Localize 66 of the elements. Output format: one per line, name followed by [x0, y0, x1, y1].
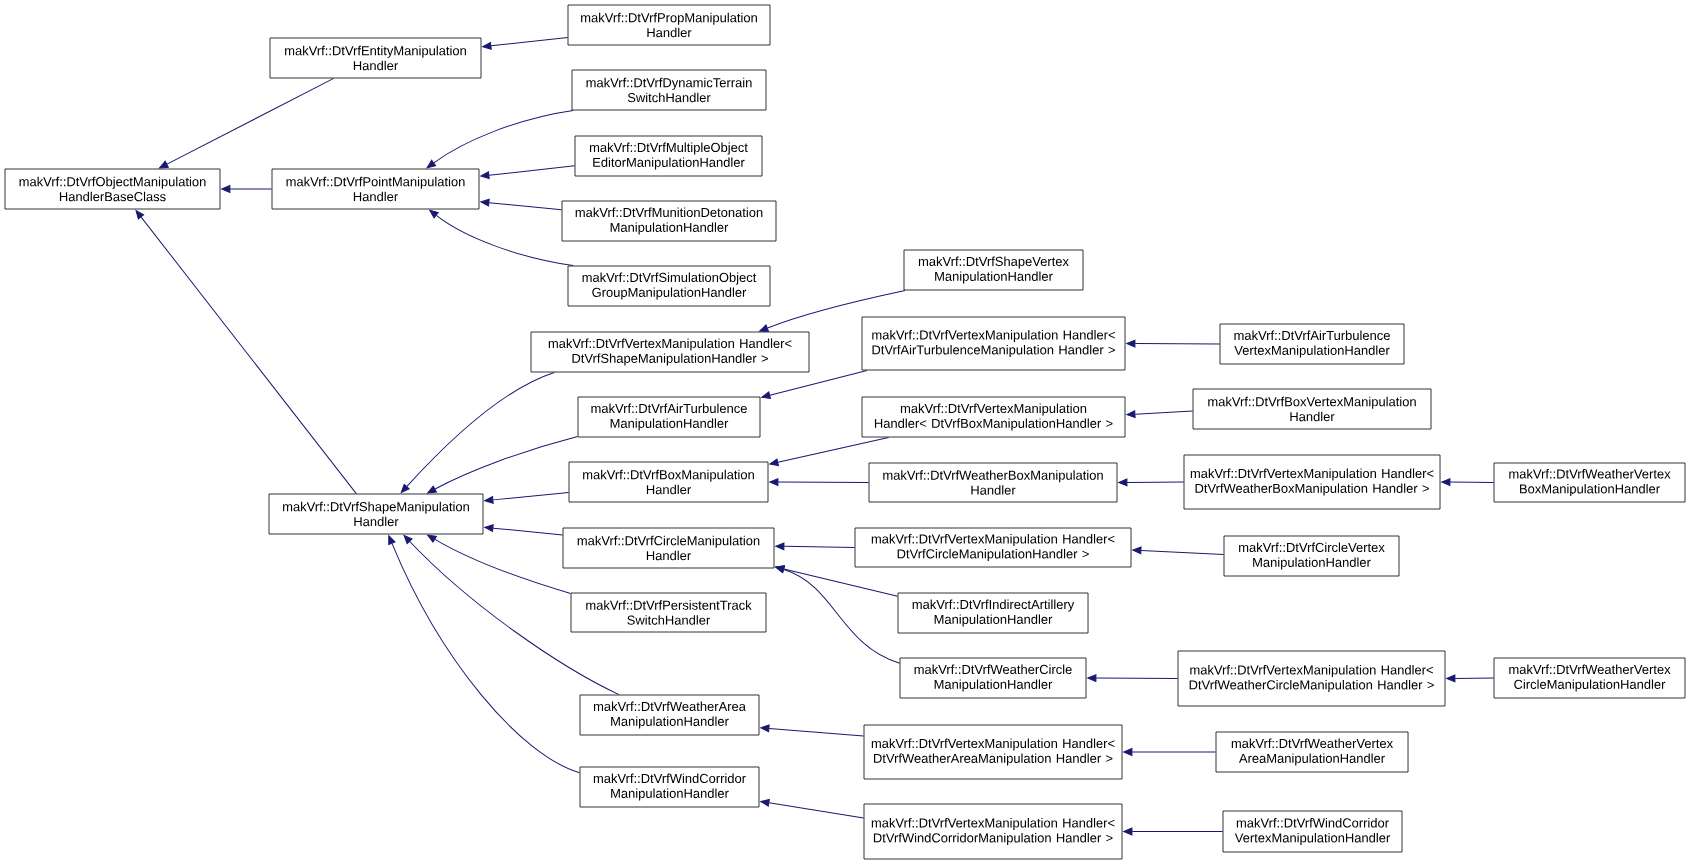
- class-box: makVrf::DtVrfWeatherBoxManipulation Handler: [868, 462, 1118, 503]
- class-box: makVrf::DtVrfDynamicTerrain SwitchHandler: [571, 69, 767, 111]
- inheritance-arrow: [484, 492, 570, 504]
- class-box: makVrf::DtVrfObjectManipulation HandlerBaseClass: [4, 168, 221, 210]
- class-box: makVrf::DtVrfAirTurbulence VertexManipulationHandler: [1219, 323, 1405, 365]
- class-box: makVrf::DtVrfVertexManipulation Handler< DtVrfAirTurbulenceManipulation Handler >: [861, 316, 1126, 371]
- class-box: makVrf::DtVrfWeatherCircle ManipulationHandler: [899, 657, 1087, 699]
- inheritance-arrow: [221, 185, 273, 193]
- inheritance-arrow: [159, 77, 335, 169]
- inheritance-arrow: [427, 435, 579, 494]
- inheritance-arrow: [429, 209, 574, 267]
- class-box: makVrf::DtVrfWeatherArea ManipulationHandler: [579, 694, 760, 736]
- class-box: makVrf::DtVrfVertexManipulation Handler< DtVrfBoxManipulationHandler >: [861, 396, 1126, 438]
- inheritance-arrow: [1087, 674, 1179, 682]
- inheritance-arrow: [769, 478, 870, 486]
- class-box: makVrf::DtVrfVertexManipulation Handler< DtVrfCircleManipulationHandler >: [854, 527, 1132, 568]
- class-box: makVrf::DtVrfVertexManipulation Handler< DtVrfShapeManipulationHandler >: [530, 331, 810, 373]
- inheritance-arrow: [400, 371, 555, 494]
- inheritance-arrow: [1123, 827, 1224, 836]
- class-box: makVrf::DtVrfBoxManipulation Handler: [568, 461, 769, 503]
- inheritance-arrow: [135, 209, 357, 495]
- class-box: makVrf::DtVrfSimulationObject GroupManipulationHandler: [567, 265, 771, 307]
- class-box: makVrf::DtVrfVertexManipulation Handler< DtVrfWeatherCircleManipulation Handler >: [1177, 650, 1446, 707]
- class-box: makVrf::DtVrfAirTurbulence ManipulationHandler: [577, 396, 761, 438]
- class-box: makVrf::DtVrfCircleManipulation Handler: [562, 527, 775, 569]
- class-box: makVrf::DtVrfMunitionDetonation ManipulationHandler: [561, 200, 777, 242]
- inheritance-arrow: [760, 798, 865, 819]
- inheritance-arrow: [484, 524, 564, 536]
- inheritance-arrow: [482, 36, 569, 50]
- inheritance-arrow: [760, 724, 865, 737]
- inheritance-arrow: [759, 289, 906, 332]
- inheritance-arrow: [1126, 410, 1194, 419]
- class-box: makVrf::DtVrfEntityManipulation Handler: [269, 37, 482, 79]
- class-box: makVrf::DtVrfVertexManipulation Handler< DtVrfWindCorridorManipulation Handler >: [863, 803, 1123, 860]
- inheritance-arrow: [1441, 478, 1495, 486]
- class-box: makVrf::DtVrfWeatherVertex AreaManipulationHandler: [1215, 731, 1409, 773]
- inheritance-arrow: [775, 565, 901, 664]
- inheritance-arrow: [403, 534, 620, 696]
- class-box: makVrf::DtVrfVertexManipulation Handler< DtVrfWeatherAreaManipulation Handler >: [863, 724, 1123, 780]
- class-box: makVrf::DtVrfVertexManipulation Handler< DtVrfWeatherBoxManipulation Handler >: [1183, 454, 1441, 510]
- inheritance-arrow: [1446, 674, 1495, 683]
- class-box: makVrf::DtVrfWeatherVertex BoxManipulationHandler: [1493, 462, 1686, 503]
- class-box: makVrf::DtVrfWindCorridor ManipulationHandler: [579, 766, 760, 808]
- inheritance-arrow: [426, 109, 574, 169]
- class-box: makVrf::DtVrfShapeManipulation Handler: [268, 493, 484, 535]
- class-box: makVrf::DtVrfShapeVertex ManipulationHandler: [903, 249, 1084, 291]
- inheritance-arrow: [1123, 748, 1217, 756]
- inheritance-arrow: [480, 198, 563, 211]
- class-box: makVrf::DtVrfWeatherVertex CircleManipulationHandler: [1493, 657, 1686, 699]
- inheritance-arrow: [388, 535, 581, 774]
- class-box: makVrf::DtVrfCircleVertex ManipulationHandler: [1223, 535, 1400, 577]
- inheritance-arrow: [1132, 546, 1225, 555]
- class-box: makVrf::DtVrfPropManipulation Handler: [567, 4, 771, 46]
- class-box: makVrf::DtVrfPersistentTrack SwitchHandler: [570, 592, 767, 633]
- inheritance-arrow: [480, 165, 576, 180]
- inheritance-arrow: [775, 542, 856, 551]
- class-box: makVrf::DtVrfMultipleObject EditorManipulationHandler: [574, 135, 763, 177]
- inheritance-arrow: [1126, 339, 1221, 348]
- class-box: makVrf::DtVrfIndirectArtillery ManipulationHandler: [897, 592, 1089, 634]
- inheritance-arrow: [427, 534, 572, 594]
- class-box: makVrf::DtVrfBoxVertexManipulation Handler: [1192, 388, 1432, 430]
- class-box: makVrf::DtVrfWindCorridor VertexManipulationHandler: [1222, 810, 1403, 853]
- class-box: makVrf::DtVrfPointManipulation Handler: [271, 168, 480, 210]
- inheritance-arrow: [769, 436, 890, 467]
- inheritance-arrow: [1118, 478, 1185, 487]
- inheritance-arrow: [761, 369, 868, 399]
